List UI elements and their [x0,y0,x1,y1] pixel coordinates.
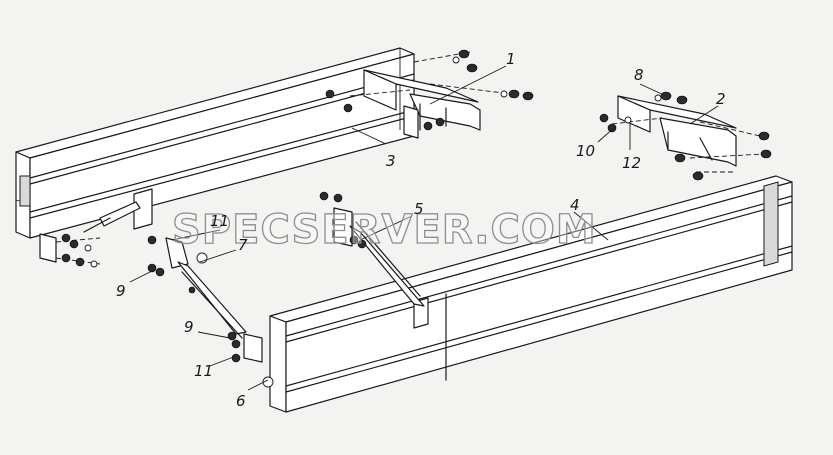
callout-9-upper: 9 [116,282,126,300]
callout-5: 5 [414,200,424,218]
leader-lines [129,65,719,391]
callout-10: 10 [576,142,595,160]
callout-6: 6 [236,392,246,410]
callout-8: 8 [634,66,644,84]
end-plate [39,233,101,265]
strut-7-left [83,201,263,363]
callout-1: 1 [506,50,516,68]
callout-7: 7 [238,236,248,254]
callout-labels: 1 2 3 4 5 6 7 8 9 9 10 11 11 12 [116,50,726,410]
callout-2: 2 [716,90,726,108]
callout-12: 12 [622,154,641,172]
fasteners [61,49,772,388]
watermark-text: SPECSERVER.COM [172,207,597,253]
callout-4: 4 [570,196,580,214]
callout-11-upper: 11 [210,212,229,230]
strut-5 [333,207,425,307]
beam-3 [15,47,415,239]
callout-3: 3 [386,152,396,170]
callout-11-lower: 11 [194,362,213,380]
bracket-2 [611,95,765,173]
callout-9-lower: 9 [184,318,194,336]
